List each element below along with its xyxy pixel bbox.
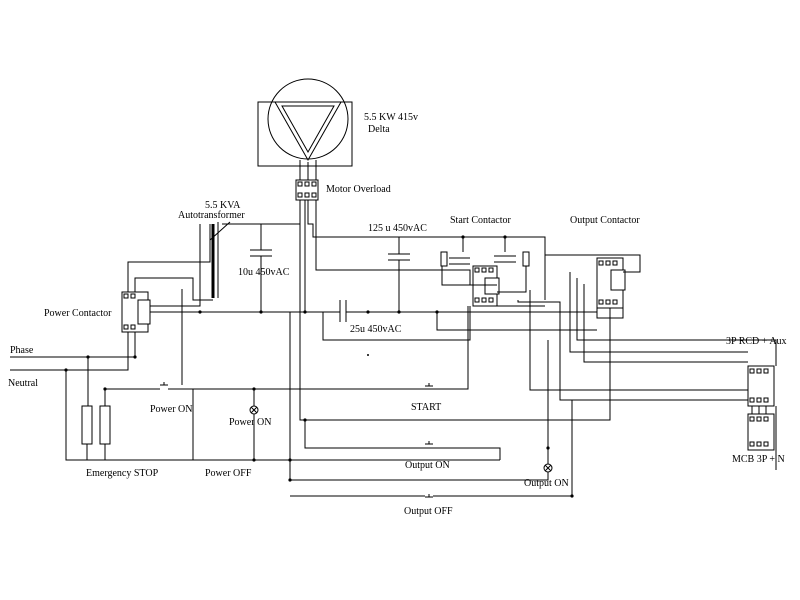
output-contactor (596, 257, 626, 309)
power-contactor-label: Power Contactor (44, 308, 112, 319)
motor (257, 78, 353, 180)
capacitor-10u (250, 224, 272, 312)
start-button (425, 383, 433, 387)
capacitor-25u (339, 300, 347, 322)
wiring (10, 200, 777, 497)
output-contactor-label: Output Contactor (570, 215, 640, 226)
emergency-stop (81, 405, 111, 445)
output-on-button-label: Output ON (405, 460, 450, 471)
motor-connection-label: Delta (368, 124, 390, 135)
power-on-lamp (249, 405, 259, 415)
start-button-label: START (411, 402, 441, 413)
power-contactor (121, 291, 151, 333)
capacitor-125u-label: 125 u 450vAC (368, 223, 427, 234)
capacitor-25u-label: 25u 450vAC (350, 324, 402, 335)
start-contactor (440, 251, 530, 307)
phase-label: Phase (10, 345, 34, 356)
motor-rating-label: 5.5 KW 415v (364, 112, 418, 123)
output-on-button (425, 441, 433, 445)
mcb-label: MCB 3P + N (732, 454, 785, 465)
motor-overload-label: Motor Overload (326, 184, 391, 195)
neutral-label: Neutral (8, 378, 38, 389)
junction-dots (64, 235, 574, 498)
rcd (747, 365, 775, 407)
output-on-lamp (543, 463, 553, 473)
emergency-stop-label: Emergency STOP (86, 468, 159, 479)
autotransformer-rating-label: 5.5 KVA (205, 200, 241, 211)
power-off-label: Power OFF (205, 468, 252, 479)
start-contactor-label: Start Contactor (450, 215, 511, 226)
rcd-label: 3P RCD + Aux (726, 336, 787, 347)
capacitor-125u (388, 237, 410, 312)
motor-overload (295, 179, 319, 201)
autotransformer (209, 221, 231, 298)
power-on-button-label: Power ON (150, 404, 193, 415)
output-off-button-label: Output OFF (404, 506, 453, 517)
output-off-button (425, 494, 433, 498)
output-on-lamp-label: Output ON (524, 478, 569, 489)
capacitor-10u-label: 10u 450vAC (238, 267, 290, 278)
power-on-lamp-label: Power ON (229, 417, 272, 428)
mcb (747, 413, 775, 451)
autotransformer-label: Autotransformer (178, 210, 245, 221)
power-on-button (160, 382, 168, 386)
